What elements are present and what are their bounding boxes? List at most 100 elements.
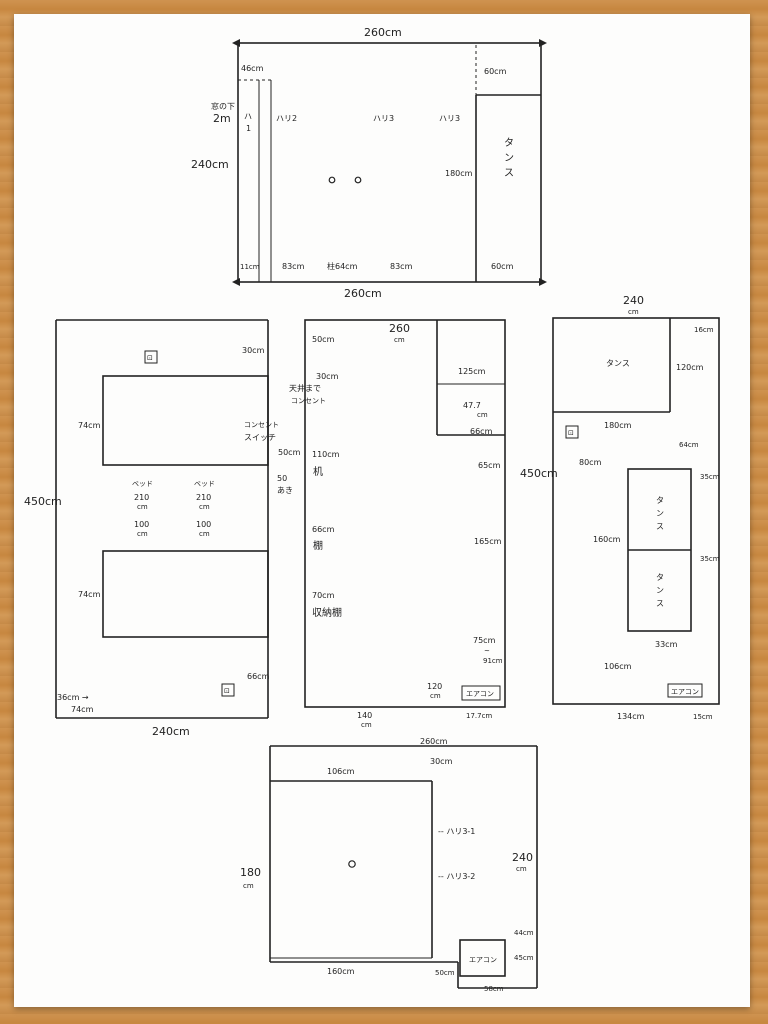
bed-dim: 100 bbox=[196, 520, 211, 529]
dim-label: 83cm bbox=[390, 262, 413, 271]
furniture-label: 机 bbox=[313, 465, 323, 478]
dim-label: 125cm bbox=[458, 367, 486, 376]
room-5-plan: 260cm 106cm 30cm -- ハリ3-1 -- ハリ3-2 240 c… bbox=[240, 737, 538, 993]
dim-label: cm bbox=[243, 882, 254, 890]
bed-dim: cm bbox=[199, 503, 210, 511]
beam-label: ハリ2 bbox=[276, 114, 297, 123]
dim-label: 66cm bbox=[470, 427, 493, 436]
dim-label: 74cm bbox=[78, 590, 101, 599]
furniture-label: ン bbox=[656, 509, 664, 518]
arrow-left bbox=[232, 278, 240, 286]
dim-label: 140 bbox=[357, 711, 372, 720]
dim-label: 60cm bbox=[484, 67, 507, 76]
dim-label: 45cm bbox=[514, 954, 534, 962]
dim-label: 106cm bbox=[327, 767, 355, 776]
note-label: 窓の下 bbox=[211, 101, 235, 111]
beam-label: 1 bbox=[246, 124, 251, 133]
dim-label: cm bbox=[628, 308, 639, 316]
furniture-label: ン bbox=[656, 586, 664, 595]
bed-1 bbox=[102, 375, 269, 466]
furniture-label: タンス bbox=[606, 359, 630, 368]
bed-dim: cm bbox=[137, 530, 148, 538]
dim-label: 106cm bbox=[604, 662, 632, 671]
note-label: あき bbox=[277, 486, 293, 495]
note-label: 天井まで bbox=[289, 383, 321, 393]
aircon-label: エアコン bbox=[671, 688, 699, 696]
dim-label: 240 bbox=[512, 851, 533, 864]
furniture-label: ス bbox=[656, 599, 664, 608]
furniture-label: 収納棚 bbox=[312, 606, 342, 619]
dim-label: 11cm bbox=[240, 263, 260, 271]
ceiling-light-icon bbox=[348, 860, 356, 868]
bed-dim: 100 bbox=[134, 520, 149, 529]
beam-label: -- ハリ3-1 bbox=[438, 827, 475, 836]
dim-label: 450cm bbox=[520, 467, 558, 480]
dim-label: 75cm bbox=[473, 636, 496, 645]
beam-label: -- ハリ3-2 bbox=[438, 872, 475, 881]
dim-label: 30cm bbox=[316, 372, 339, 381]
aircon-label: エアコン bbox=[469, 956, 497, 964]
dim-label: 35cm bbox=[700, 473, 720, 481]
dim-label: 74cm bbox=[78, 421, 101, 430]
dim-label: 17.7cm bbox=[466, 712, 492, 720]
dim-label: 66cm bbox=[247, 672, 270, 681]
dim-label: 50cm bbox=[312, 335, 335, 344]
dim-label: 46cm bbox=[241, 64, 264, 73]
dim-label: 260cm bbox=[364, 26, 402, 39]
note-label: コンセント bbox=[244, 421, 279, 429]
dim-label: cm bbox=[361, 721, 372, 729]
dim-label: 58cm bbox=[484, 985, 504, 993]
room-1-outline bbox=[237, 42, 542, 283]
furniture-label: 棚 bbox=[313, 539, 323, 552]
furniture-label: タ bbox=[656, 573, 664, 582]
dim-label: 35cm bbox=[700, 555, 720, 563]
ceiling-light-icon bbox=[328, 176, 336, 184]
outlet-icon bbox=[144, 350, 158, 364]
dim-label: 80cm bbox=[579, 458, 602, 467]
dim-label: 50cm bbox=[435, 969, 455, 977]
bed-label: ベッド bbox=[132, 480, 153, 488]
furniture-label: タ bbox=[504, 137, 514, 149]
dim-label: 240cm bbox=[191, 158, 229, 171]
dim-label: 60cm bbox=[491, 262, 514, 271]
outlet-icon bbox=[565, 425, 579, 439]
dim-label: 134cm bbox=[617, 712, 645, 721]
dim-label: 33cm bbox=[655, 640, 678, 649]
dim-label: 180cm bbox=[445, 169, 473, 178]
beam-label: ハ bbox=[244, 112, 252, 121]
dim-label: cm bbox=[516, 865, 527, 873]
dim-label: 44cm bbox=[514, 929, 534, 937]
dim-label: 83cm bbox=[282, 262, 305, 271]
aircon-box bbox=[461, 685, 501, 701]
dim-label: 66cm bbox=[312, 525, 335, 534]
dim-label: 74cm bbox=[71, 705, 94, 714]
dim-label: 30cm bbox=[242, 346, 265, 355]
dim-label: 165cm bbox=[474, 537, 502, 546]
bed-label: ベッド bbox=[194, 480, 215, 488]
arrow-left bbox=[232, 39, 240, 47]
dim-label: 240 bbox=[623, 294, 644, 307]
note-label: 2m bbox=[213, 112, 231, 125]
dim-label: 50 bbox=[277, 474, 287, 483]
furniture-label: ン bbox=[504, 153, 514, 164]
room-3-plan: 260 cm 50cm 30cm 天井まで コンセント 125cm 47.7 c… bbox=[289, 319, 506, 729]
note-label: スイッチ bbox=[244, 433, 276, 442]
dim-label: 36cm → bbox=[57, 693, 89, 702]
bed-2 bbox=[102, 550, 269, 638]
dim-label: 70cm bbox=[312, 591, 335, 600]
bed-dim: 210 bbox=[196, 493, 211, 502]
beam-label: ハリ3 bbox=[373, 114, 394, 123]
room-2-plan: ⊡ ⊡ 30cm 74cm コンセント スイッチ 50cm 50 あき 450c… bbox=[24, 319, 301, 738]
bed-dim: cm bbox=[199, 530, 210, 538]
note-label: コンセント bbox=[291, 397, 326, 405]
arrow-right bbox=[539, 39, 547, 47]
furniture-label: タ bbox=[656, 496, 664, 505]
dim-label: 110cm bbox=[312, 450, 340, 459]
dim-label: 180cm bbox=[604, 421, 632, 430]
outlet-icon: ⊡ bbox=[147, 354, 153, 362]
dim-label: 65cm bbox=[478, 461, 501, 470]
bed-dim: 210 bbox=[134, 493, 149, 502]
dim-label: cm bbox=[394, 336, 405, 344]
dim-label: cm bbox=[477, 411, 488, 419]
